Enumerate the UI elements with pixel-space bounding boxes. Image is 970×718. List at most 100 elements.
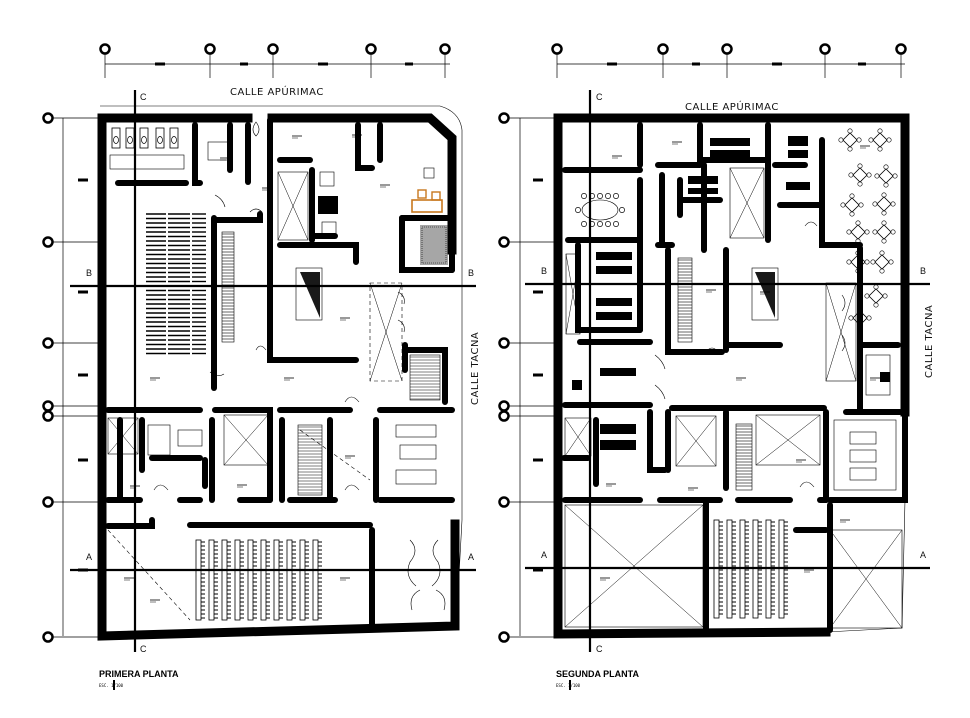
auditorium-seats-upper: [146, 213, 206, 355]
cafe-table-icon: [850, 224, 866, 240]
chair-icon: [879, 250, 885, 256]
seat-column-icon: [765, 519, 772, 619]
chair-icon: [890, 201, 896, 207]
street-label-top: CALLE APÚRIMAC: [230, 85, 324, 98]
chair-icon: [881, 192, 887, 198]
furniture-block: [688, 188, 718, 194]
chair-icon: [846, 229, 852, 235]
chair-icon: [888, 259, 894, 265]
toilet-stall-icon: [155, 127, 165, 149]
plan-scale: ESC. 1/100: [99, 683, 124, 688]
furniture-block: [786, 182, 810, 190]
chair-icon: [883, 164, 889, 170]
top-grid-axis: [99, 43, 451, 78]
chair-icon: [840, 202, 846, 208]
furniture-block: [600, 424, 636, 434]
chair-icon: [857, 181, 863, 187]
cafe-table-icon: [874, 254, 890, 270]
chair-icon: [890, 229, 896, 235]
furniture-block: [596, 266, 632, 274]
toilet-stall-icon: [139, 127, 149, 149]
cut-b-right-label-2: B: [920, 266, 926, 276]
toilet-stall-icon: [169, 127, 179, 149]
chair-icon: [886, 137, 892, 143]
cafe-table-icon: [876, 196, 892, 212]
chair-icon: [846, 259, 852, 265]
plan-primera-planta: CALLE APÚRIMAC CALLE TACNA C C B B A A: [42, 43, 481, 690]
chair-icon: [881, 210, 887, 216]
seat-column-icon: [208, 539, 215, 621]
chair-icon: [848, 315, 854, 321]
chair-icon: [864, 259, 870, 265]
door-swing-icon: [153, 121, 446, 611]
chair-icon: [847, 146, 853, 152]
furniture-block: [572, 380, 582, 390]
cafe-table-icon: [868, 288, 884, 304]
chair-icon: [575, 207, 581, 213]
chair-icon: [597, 193, 603, 199]
seat-rows-lower: [195, 539, 322, 621]
chair-icon: [849, 211, 855, 217]
plan-scale-2: ESC. 1/100: [556, 683, 581, 688]
seat-column-icon: [260, 539, 267, 621]
cut-a-left-label-2: A: [541, 550, 547, 560]
furniture-block: [788, 150, 808, 158]
seat-column-icon: [713, 519, 720, 619]
furniture-block: [596, 252, 632, 260]
top-grid-axis-2: [551, 43, 907, 78]
toilet-icon: [157, 136, 163, 144]
chair-icon: [855, 238, 861, 244]
seat-column-icon: [726, 519, 733, 619]
furniture-block: [596, 312, 632, 320]
chair-icon: [870, 259, 876, 265]
street-label-top-2: CALLE APÚRIMAC: [685, 100, 779, 113]
chair-icon: [858, 202, 864, 208]
chair-icon: [855, 250, 861, 256]
furniture-block: [596, 298, 632, 306]
chair-icon: [866, 315, 872, 321]
chair-icon: [873, 302, 879, 308]
interior-walls: [105, 117, 455, 631]
chair-icon: [881, 238, 887, 244]
cut-b-left-label-2: B: [541, 266, 547, 276]
cafe-table-icon: [850, 254, 866, 270]
seat-column-icon: [752, 519, 759, 619]
toilet-stall-icon: [125, 127, 135, 149]
seat-column-icon: [286, 539, 293, 621]
cafe-table-icon: [842, 132, 858, 148]
chair-icon: [613, 193, 619, 199]
seat-column-icon: [195, 539, 202, 621]
seat-column-icon: [312, 539, 319, 621]
seat-column-icon: [221, 539, 228, 621]
chair-icon: [873, 284, 879, 290]
street-label-side: CALLE TACNA: [470, 332, 481, 405]
chair-icon: [864, 229, 870, 235]
left-grid-axis: [42, 112, 100, 643]
reception-furniture: [411, 167, 443, 213]
chair-icon: [581, 221, 587, 227]
chair-icon: [877, 146, 883, 152]
cut-b-left-label: B: [86, 268, 92, 278]
chair-icon: [857, 163, 863, 169]
chair-icon: [883, 182, 889, 188]
seat-column-icon: [299, 539, 306, 621]
stair-icon: [221, 231, 441, 496]
cafe-table-icon: [852, 310, 868, 326]
cut-a-left-label: A: [86, 552, 92, 562]
furniture-block: [688, 176, 718, 184]
chair-icon: [892, 173, 898, 179]
door-swing-icon-2: [654, 221, 846, 488]
chair-icon: [605, 221, 611, 227]
chair-icon: [881, 220, 887, 226]
toilet-stall-icon: [111, 127, 121, 149]
furniture-block: [788, 136, 808, 146]
seat-column-icon: [778, 519, 785, 619]
chair-icon: [868, 137, 874, 143]
room-tags: [124, 134, 390, 603]
chair-icon: [857, 324, 863, 330]
cut-c-top-label: C: [140, 92, 147, 102]
chair-icon: [613, 221, 619, 227]
chair-icon: [581, 193, 587, 199]
chair-icon: [597, 221, 603, 227]
chair-icon: [589, 193, 595, 199]
